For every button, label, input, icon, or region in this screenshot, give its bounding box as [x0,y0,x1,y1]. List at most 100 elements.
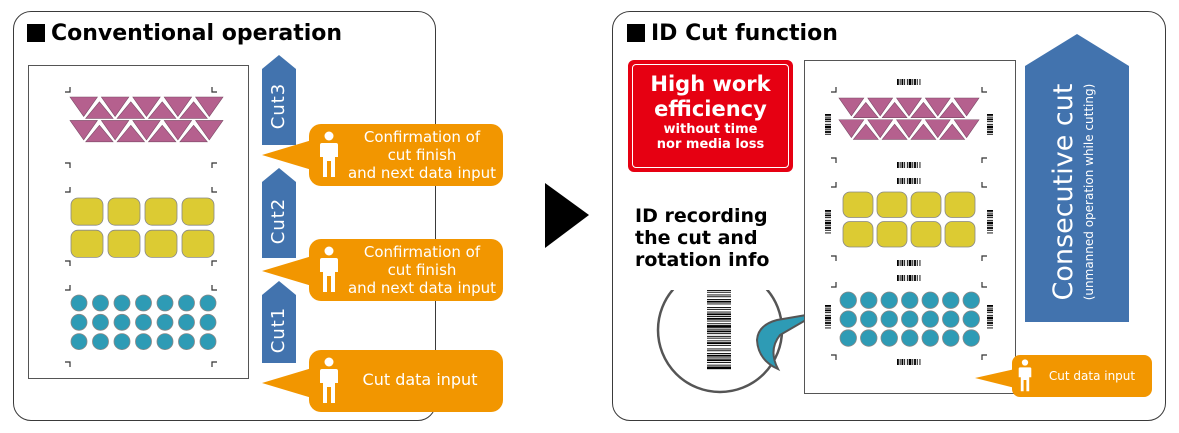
circle-shape [901,310,919,328]
barcode-bar [899,178,901,184]
triangle-down [924,97,951,117]
rounded-square [944,191,976,218]
bubble-cut-data-input: Cut data input [309,350,503,412]
barcode-bar [707,317,731,320]
barcode-bar [899,79,901,85]
barcode-bar [987,214,993,217]
rounded-square [181,229,215,258]
barcode-bar [987,316,993,320]
barcode-bar [916,162,918,168]
barcode-bar [707,290,731,291]
triangle-down [867,119,894,139]
circle-shape [880,310,898,328]
barcode-bar [825,320,831,322]
triangle-down [924,119,951,139]
circle-shape [901,329,919,347]
barcode-bar [987,309,993,312]
rounded-square [944,221,976,248]
circle-shape [199,313,217,331]
triangle-down [867,97,894,117]
barcode-bar [897,79,899,85]
triangle-down [163,96,193,117]
crop-mark [65,361,71,367]
barcode-bar [904,275,906,281]
barcode-bar [906,260,908,266]
barcode-bar [908,359,912,365]
high-efficiency-badge: High work efficiency without time nor me… [628,60,793,172]
barcode-bar [987,229,993,231]
barcode-bar [908,79,912,85]
barcode-bar [707,333,731,335]
barcode-bar [912,260,914,266]
crop-mark [831,255,837,261]
crop-mark [65,187,71,193]
triangle-down [163,120,193,141]
barcode-bar [914,178,916,184]
person-body [320,369,338,403]
barcode-bar [825,232,831,234]
person-body [320,258,338,292]
barcode-bar [825,227,831,229]
person-head [324,131,334,141]
crop-mark [211,361,217,367]
crop-mark [981,87,987,93]
barcode-bar [825,214,831,217]
triangle-down [953,97,980,117]
person-icon [1018,359,1032,392]
barcode-bar [825,129,831,131]
triangle-up [85,124,114,143]
cut1-label: Cut1 [268,306,289,354]
circle-shape [901,291,919,309]
circle-shape [156,333,174,351]
bubble-confirmation-2: Confirmation of cut finish and next data… [309,239,503,301]
circle-shape [199,333,217,351]
circle-shape [135,294,152,312]
barcode-bar [912,178,914,184]
circle-shape [178,313,195,331]
person-head [324,246,334,256]
barcode-bar [825,307,831,309]
crop-mark [65,260,71,266]
barcode-bar [707,340,731,342]
barcode-bar [707,362,731,363]
circle-shape [942,291,960,309]
triangle-down [132,120,161,141]
barcode-bar [825,125,831,129]
triangle-down [195,96,224,117]
barcode-bar [919,79,921,85]
barcode-bar [919,359,921,365]
barcode-bar [825,322,831,324]
rounded-square [842,191,874,218]
barcode-bar [987,217,993,219]
person-head [1021,359,1029,366]
triangle-up [881,101,908,118]
bubble-pointer-2 [262,256,312,286]
rounded-square [70,229,104,258]
barcode-bar [897,178,899,184]
circle-shape [92,313,109,331]
triangle-up [85,101,114,119]
barcode-bar [897,162,899,168]
barcode-bar [987,227,993,229]
triangle-up [910,123,937,140]
circle-shape [962,310,980,328]
cut1-arrow-shape [262,281,296,363]
barcode-bar [899,260,901,266]
barcode-bar [904,260,906,266]
bubble-cut-data-input-text: Cut data input [362,370,478,389]
barcode-bar [707,348,731,350]
barcode-bar [906,162,908,168]
barcode-bar [897,275,899,281]
barcode-bar [825,309,831,312]
triangle-up [910,101,937,118]
barcode-bar [707,335,731,337]
barcode-bar [906,275,908,281]
rounded-square [842,221,874,248]
bubble-pointer-3 [262,368,312,398]
crop-mark [981,157,987,163]
rounded-square [144,197,178,226]
circle-shape [113,294,131,312]
barcode-bar [987,121,993,123]
cut3-arrow-shape [262,55,296,145]
circle-shape [70,313,88,331]
